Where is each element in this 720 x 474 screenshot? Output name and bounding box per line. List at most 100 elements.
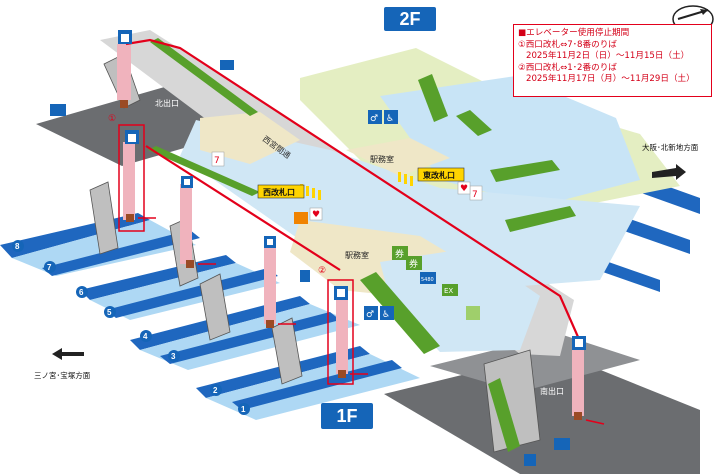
elevator-floor-markers: [120, 100, 605, 425]
elevator-shaft-south: [572, 348, 584, 416]
restroom-icon: ♂: [364, 306, 378, 320]
info-icon: [300, 270, 310, 282]
heart-icon: ♥: [309, 207, 323, 221]
platform-2-number: 2: [213, 386, 218, 395]
west-gate-box: [257, 184, 305, 199]
elevator-icon: [118, 30, 132, 44]
platform-6-number: 6: [79, 288, 84, 297]
marker-2: ②: [318, 265, 326, 275]
route-middle: [145, 145, 341, 271]
east-gate-label: 東改札口: [423, 170, 455, 180]
svg-text:♥: ♥: [460, 184, 468, 194]
elevator-icon: [181, 176, 193, 188]
elevator-shaft-b: [264, 244, 276, 324]
ic-charge-label: 5480: [421, 277, 434, 283]
ground-south: [384, 352, 700, 474]
express-label: EX: [444, 287, 453, 295]
elevator-shaft-1: [123, 142, 135, 220]
platform-3-bar: [160, 312, 340, 364]
platform-4-badge: [140, 330, 152, 342]
escalator-5: [490, 160, 560, 182]
west-gate-label: 西改札口: [263, 187, 295, 197]
east-gate-box: [417, 167, 465, 182]
north-exit-label: 北出口: [155, 98, 179, 108]
platform-1-badge: [238, 403, 250, 415]
station-office-upper-label: 駅務室: [370, 154, 394, 164]
escalator-7: [360, 272, 440, 354]
express-icon: EX: [442, 284, 458, 296]
escalator-6: [505, 206, 576, 232]
svg-text:♿: ♿: [382, 310, 390, 320]
store-icon: 7: [211, 151, 225, 167]
ticket-machine-label: 券: [395, 248, 404, 260]
platform-3-number: 3: [171, 352, 176, 361]
escalator-1: [150, 38, 258, 116]
taxi-icon: [220, 60, 234, 70]
notice-item-2: ②西口改札⇔1･2番のりば: [518, 62, 617, 73]
platform-1-bar: [232, 360, 402, 410]
taxi-icon: [554, 438, 570, 450]
ticket-machine-icon: 券: [392, 246, 408, 260]
office-block-upper: [346, 138, 450, 176]
station-office-lower-label: 駅務室: [345, 250, 369, 260]
platform-numbers: 8 7 6 5 4 3 2 1: [12, 240, 250, 415]
elevator-shaft-2: [336, 292, 348, 374]
svg-text:♂: ♂: [370, 114, 378, 124]
platform-6-badge: [76, 286, 88, 298]
platform-8-badge: [12, 240, 24, 252]
ground-south-top: [430, 334, 640, 392]
elevator-outage-notice: ■エレベーター使用停止期間 ①西口改札⇔7･8番のりば 2025年11月2日（日…: [513, 24, 712, 97]
escalator-2: [148, 146, 260, 196]
direction-osaka: 大阪･北新地方面: [642, 142, 699, 152]
notice-item-1: ①西口改札⇔7･8番のりば: [518, 39, 617, 50]
facility-icons: ♂ ♿ ♂ ♿ 7 7 ♥ ♥ 券 券 5480 EX: [50, 60, 570, 466]
svg-text:7: 7: [214, 156, 220, 166]
marker-1: ①: [108, 113, 116, 123]
elevator-icon: [264, 236, 276, 248]
svg-text:♥: ♥: [312, 210, 320, 220]
notice-item-2-dates: 2025年11月17日（月）〜11月29日（土）: [526, 74, 695, 85]
platform-5-number: 5: [107, 308, 112, 317]
highlight-elevator-1: [118, 124, 145, 232]
platform-3-badge: [168, 350, 180, 362]
platform-7-badge: [44, 261, 56, 273]
platform-1-number: 1: [241, 405, 246, 414]
platform-4-number: 4: [143, 332, 148, 341]
platform-7-number: 7: [47, 263, 52, 272]
ticket-machine-icon: 券: [406, 256, 422, 270]
arrow-sannomiya-icon: [52, 348, 84, 360]
elevator-routes: [125, 38, 584, 347]
platform-7-bar: [42, 230, 200, 276]
elevator-icons: [118, 30, 586, 350]
elevator-shaft-a: [180, 184, 192, 264]
shop-icon: [294, 212, 308, 224]
platform-6-5: [80, 255, 236, 300]
escalator-3: [418, 74, 448, 122]
ticket-machine-label-2: 券: [409, 258, 418, 270]
platform-2-badge: [210, 384, 222, 396]
accessible-icon: ♿: [384, 110, 398, 124]
notice-title: ■エレベーター使用停止期間: [518, 28, 630, 38]
svg-text:7: 7: [472, 190, 478, 200]
elevator-icon: [125, 130, 139, 144]
stair-south: [483, 349, 541, 453]
highlight-elevator-2: [327, 279, 354, 385]
platform-5-badge: [104, 306, 116, 318]
accessible-icon: ♿: [380, 306, 394, 320]
taxi-icon: [50, 104, 66, 116]
platform-5-bar: [106, 268, 278, 318]
heart-icon: ♥: [457, 181, 471, 195]
elevator-icon: [572, 336, 586, 350]
elevator-icon: [334, 286, 348, 300]
ic-charge-icon: 5480: [420, 272, 436, 284]
svg-text:♂: ♂: [366, 310, 374, 320]
concourse-left-beige: [200, 112, 300, 164]
green-window-icon: [466, 306, 480, 320]
elevator-shaft-north: [117, 44, 131, 100]
arrow-osaka-icon: [652, 164, 686, 180]
restroom-icon: ♂: [368, 110, 382, 124]
concourse-middle: [180, 120, 640, 290]
accessible-icon: [524, 454, 536, 466]
escalator-4: [456, 110, 492, 136]
